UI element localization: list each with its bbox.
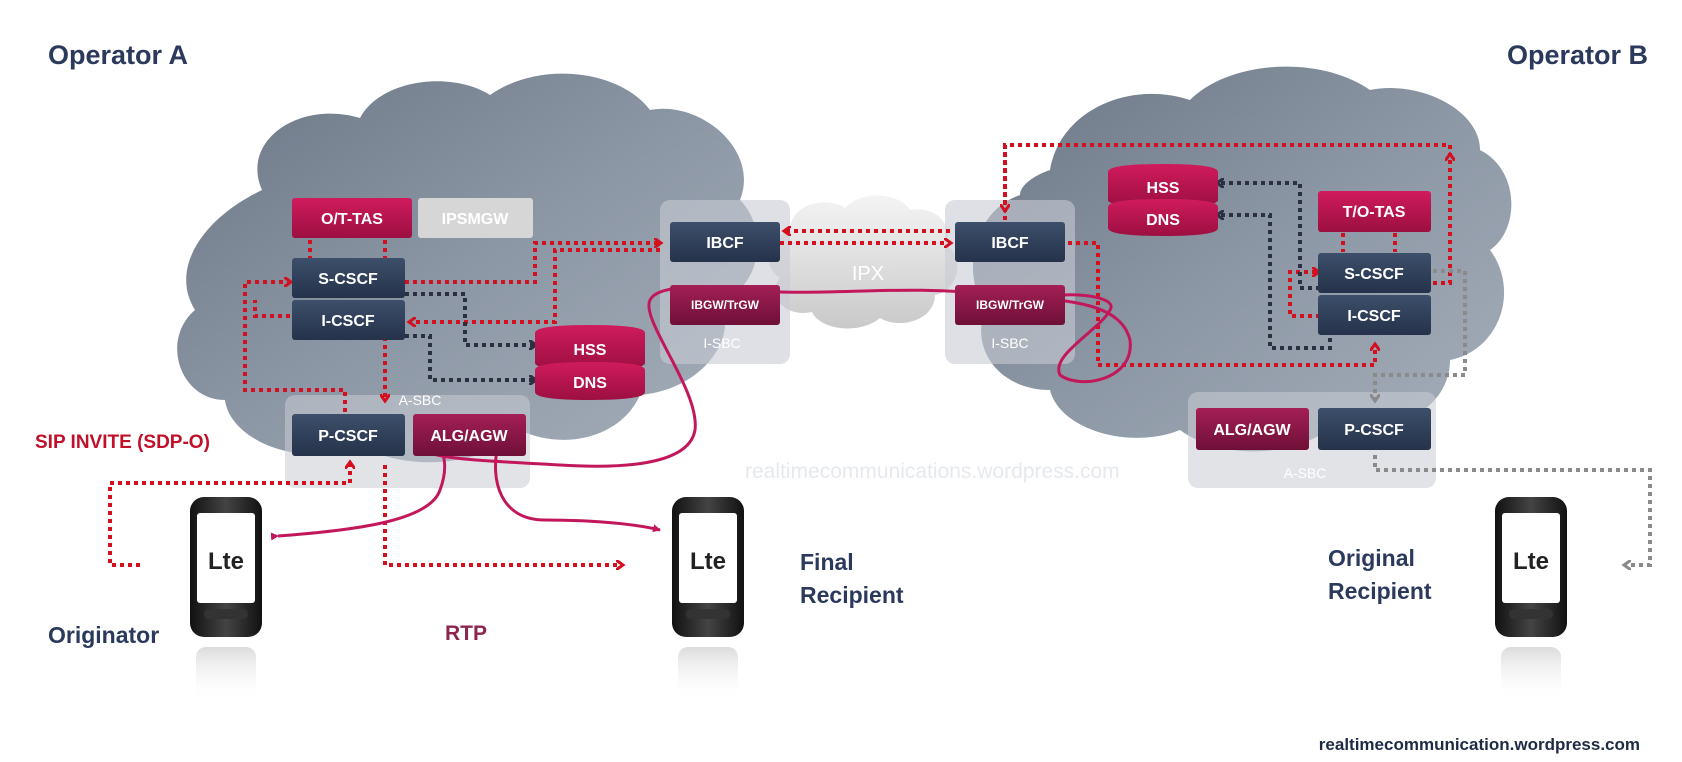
i-sbc-label-a: I-SBC (703, 335, 740, 351)
a-sbc-label-a: A-SBC (399, 392, 442, 408)
p-cscf-node-b[interactable]: P-CSCF (1318, 408, 1431, 450)
ibgw-node-a[interactable]: IBGW/TrGW (670, 285, 780, 325)
lte-phone-icon: Lte (208, 548, 244, 575)
p-cscf-label-a: P-CSCF (318, 428, 378, 445)
alg-agw-node-b[interactable]: ALG/AGW (1196, 408, 1309, 450)
hss-label-a: HSS (574, 342, 607, 359)
hss-label-b: HSS (1147, 180, 1180, 197)
dns-label-a: DNS (573, 375, 607, 392)
ibcf-label-b: IBCF (991, 235, 1029, 252)
s-cscf-label-a: S-CSCF (318, 271, 378, 288)
ipx-label: IPX (852, 263, 884, 285)
rtp-label: RTP (445, 622, 487, 645)
ot-tas-label: O/T-TAS (321, 211, 383, 228)
ot-tas-node[interactable]: O/T-TAS (292, 198, 412, 238)
original-recipient-label-line1: Original (1328, 545, 1415, 571)
lte-phone-icon: Lte (690, 548, 726, 575)
to-tas-label: T/O-TAS (1343, 204, 1406, 221)
original-recipient-phone[interactable]: Lte (1495, 497, 1567, 702)
i-cscf-label-b: I-CSCF (1347, 308, 1401, 325)
lte-phone-icon: Lte (1513, 548, 1549, 575)
p-cscf-label-b: P-CSCF (1344, 422, 1404, 439)
footer-url[interactable]: realtimecommunication.wordpress.com (1319, 735, 1640, 754)
ipsmgw-node[interactable]: IPSMGW (418, 198, 533, 238)
alg-agw-node-a[interactable]: ALG/AGW (413, 414, 526, 456)
a-sbc-label-b: A-SBC (1284, 465, 1327, 481)
ibcf-node-b[interactable]: IBCF (955, 222, 1065, 262)
hss-node-a[interactable]: HSS (535, 325, 645, 370)
ibgw-label-b: IBGW/TrGW (976, 298, 1045, 312)
ipx-cloud (768, 195, 958, 329)
to-tas-node[interactable]: T/O-TAS (1318, 191, 1431, 232)
hss-node-b[interactable]: HSS (1108, 164, 1218, 207)
watermark-text: realtimecommunications.wordpress.com (745, 460, 1120, 483)
operator-b-cloud (972, 66, 1512, 452)
dns-node-a[interactable]: DNS (535, 362, 645, 400)
ibgw-node-b[interactable]: IBGW/TrGW (955, 285, 1065, 325)
s-cscf-label-b: S-CSCF (1344, 266, 1404, 283)
alg-agw-label-b: ALG/AGW (1213, 422, 1291, 439)
originator-label: Originator (48, 622, 159, 648)
ibgw-label-a: IBGW/TrGW (691, 298, 760, 312)
i-cscf-label-a: I-CSCF (321, 313, 375, 330)
alg-agw-label-a: ALG/AGW (430, 428, 508, 445)
originator-phone[interactable]: Lte (190, 497, 262, 702)
signaling-grey-paths (1375, 269, 1652, 565)
p-cscf-node-a[interactable]: P-CSCF (292, 414, 405, 456)
ibcf-node-a[interactable]: IBCF (670, 222, 780, 262)
operator-b-title: Operator B (1507, 40, 1648, 70)
final-recipient-label-line2: Recipient (800, 582, 904, 608)
signaling-dark-paths (405, 183, 1332, 380)
sip-invite-label: SIP INVITE (SDP-O) (35, 432, 210, 453)
operator-a-title: Operator A (48, 40, 188, 70)
final-recipient-phone[interactable]: Lte (672, 497, 744, 702)
i-cscf-node-b[interactable]: I-CSCF (1318, 295, 1431, 335)
dns-label-b: DNS (1146, 212, 1180, 229)
dns-node-b[interactable]: DNS (1108, 199, 1218, 236)
final-recipient-label-line1: Final (800, 549, 854, 575)
original-recipient-label-line2: Recipient (1328, 578, 1432, 604)
ipsmgw-label: IPSMGW (442, 211, 510, 228)
signaling-red-paths (108, 143, 1450, 565)
i-cscf-node-a[interactable]: I-CSCF (292, 300, 405, 340)
ibcf-label-a: IBCF (706, 235, 744, 252)
s-cscf-node-b[interactable]: S-CSCF (1318, 253, 1431, 293)
i-sbc-label-b: I-SBC (991, 335, 1028, 351)
s-cscf-node-a[interactable]: S-CSCF (292, 258, 405, 298)
